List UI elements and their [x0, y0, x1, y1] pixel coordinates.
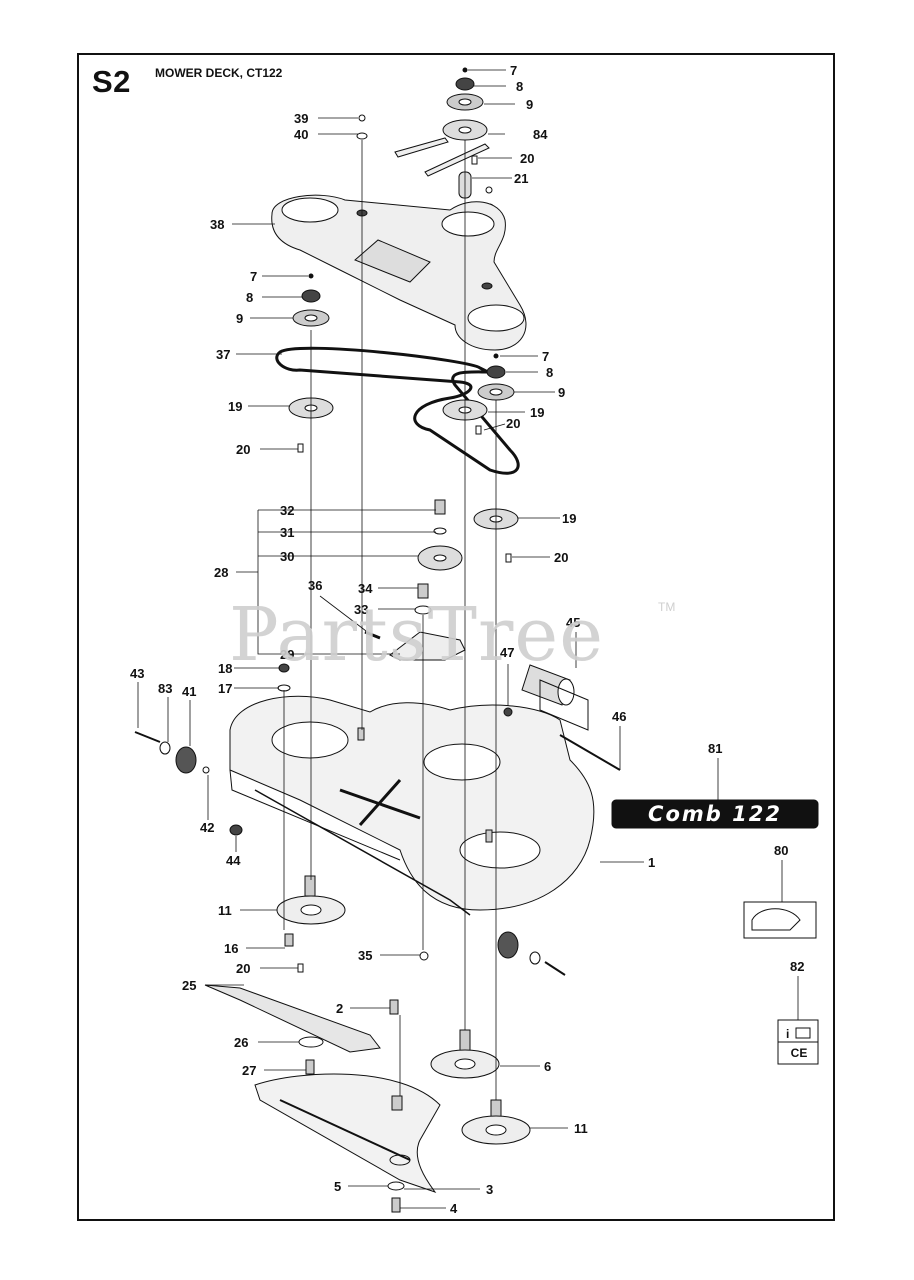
callout-46: 46	[612, 709, 626, 724]
callout-9: 9	[526, 97, 533, 112]
callout-20b: 20	[236, 442, 250, 457]
callout-47: 47	[500, 645, 514, 660]
cutter-blade	[204, 984, 381, 1075]
deck-belt-cover	[271, 194, 527, 351]
callout-82: 82	[790, 959, 804, 974]
trademark-mark: TM	[658, 600, 676, 614]
callout-25: 25	[182, 978, 196, 993]
callout-20c: 20	[506, 416, 520, 431]
assembly-axis-lines	[283, 140, 497, 1100]
spindle-left	[276, 875, 346, 973]
callout-81: 81	[708, 741, 722, 756]
deck-baffle	[254, 951, 441, 1213]
callout-4: 4	[450, 1201, 458, 1216]
callout-30: 30	[280, 549, 294, 564]
callout-37: 37	[216, 347, 230, 362]
callout-19: 19	[530, 405, 544, 420]
callout-18: 18	[218, 661, 232, 676]
comb-decal-text: Comb 122	[648, 802, 782, 826]
callout-31: 31	[280, 525, 294, 540]
callout-7c: 7	[542, 349, 549, 364]
callout-19b: 19	[228, 399, 242, 414]
svg-text:i: i	[786, 1027, 789, 1041]
callout-20d: 20	[554, 550, 568, 565]
page-code: S2	[92, 64, 131, 99]
idler-assembly	[364, 499, 466, 661]
callout-2: 2	[336, 1001, 343, 1016]
safety-decal-80	[743, 901, 817, 939]
callout-9c: 9	[558, 385, 565, 400]
callout-26: 26	[234, 1035, 248, 1050]
callout-11b: 11	[574, 1121, 588, 1136]
partstree-watermark: PartsTree	[229, 592, 604, 678]
spindle-right	[461, 1099, 531, 1145]
callout-36: 36	[308, 578, 322, 593]
callout-5: 5	[334, 1179, 341, 1194]
callout-6: 6	[544, 1059, 551, 1074]
top-pulley-stack	[394, 67, 494, 209]
callout-9b: 9	[236, 311, 243, 326]
anti-scalp-roller	[521, 664, 589, 731]
callout-19c: 19	[562, 511, 576, 526]
callout-33: 33	[354, 602, 368, 617]
callout-83: 83	[158, 681, 172, 696]
callout-39: 39	[294, 111, 308, 126]
callout-11: 11	[218, 903, 232, 918]
callout-32: 32	[280, 503, 294, 518]
spindle-center	[430, 1029, 500, 1079]
callout-17: 17	[218, 681, 232, 696]
callout-labels: 7 8 9 84 20 21 39 40 38 7 8 9 37 7 8 9 1…	[130, 63, 804, 1216]
callout-8: 8	[516, 79, 523, 94]
callout-7: 7	[510, 63, 517, 78]
callout-44: 44	[226, 853, 241, 868]
mower-deck-shell	[229, 695, 595, 916]
callout-20e: 20	[236, 961, 250, 976]
callout-21: 21	[514, 171, 528, 186]
callout-8b: 8	[246, 290, 253, 305]
callout-16: 16	[224, 941, 238, 956]
callout-28: 28	[214, 565, 228, 580]
callout-35: 35	[358, 948, 372, 963]
page-title: MOWER DECK, CT122	[155, 66, 283, 80]
callout-38: 38	[210, 217, 224, 232]
deck-wheels	[134, 707, 621, 976]
callout-43: 43	[130, 666, 144, 681]
ce-mark: CE	[790, 1046, 808, 1060]
comb-decal	[611, 799, 819, 829]
callout-45: 45	[566, 615, 580, 630]
callout-leaders	[137, 69, 799, 1209]
callout-1: 1	[648, 855, 655, 870]
callout-80: 80	[774, 843, 788, 858]
callout-27: 27	[242, 1063, 256, 1078]
callout-3: 3	[486, 1182, 493, 1197]
callout-7b: 7	[250, 269, 257, 284]
diagram-frame	[77, 53, 835, 1221]
callout-40: 40	[294, 127, 308, 142]
callout-34: 34	[358, 581, 373, 596]
callout-41: 41	[182, 684, 196, 699]
callout-84: 84	[533, 127, 548, 142]
callout-29: 29	[280, 647, 294, 662]
callout-42: 42	[200, 820, 214, 835]
callout-20: 20	[520, 151, 534, 166]
callout-8c: 8	[546, 365, 553, 380]
drive-belt	[275, 346, 520, 475]
